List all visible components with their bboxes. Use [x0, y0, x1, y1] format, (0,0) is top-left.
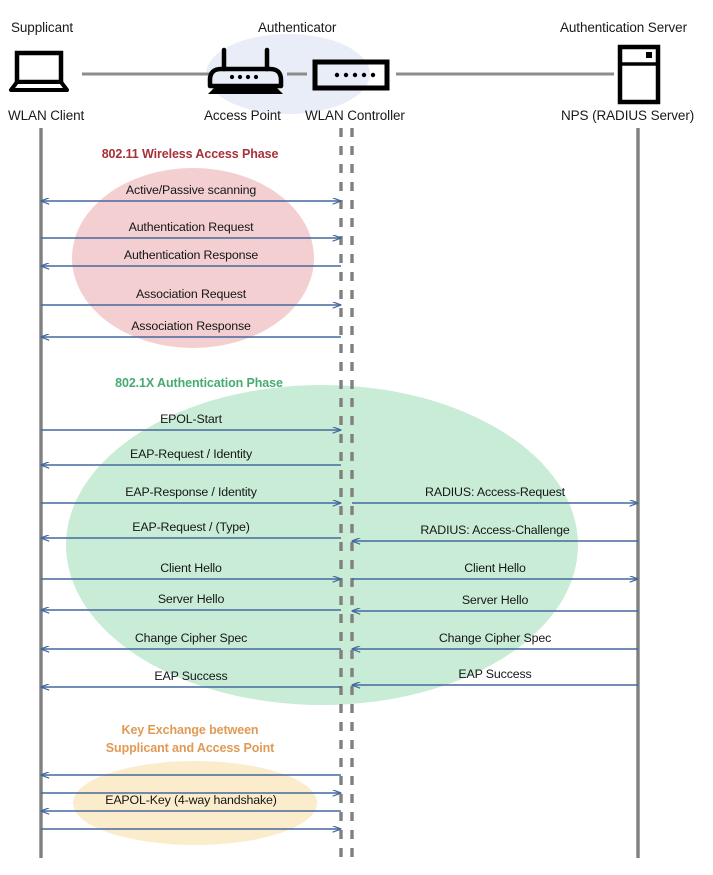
message-label-eap-request-identity-phase-8021x-1: EAP-Request / Identity — [129, 447, 253, 461]
wlan-controller-icon — [312, 59, 390, 91]
message-label-client-hello-phase-8021x-6: Client Hello — [160, 561, 222, 575]
phase-title-80211: 802.11 Wireless Access Phase — [101, 147, 279, 161]
phase-key-exchange-ellipse — [73, 761, 317, 845]
laptop-icon — [9, 50, 69, 92]
message-label-eap-response-identity-phase-8021x-2: EAP-Response / Identity — [125, 485, 257, 499]
role-caption-wlan-client: WLAN Client — [8, 108, 85, 123]
phase-title-key-exchange-line1: Key Exchange between — [121, 723, 259, 737]
role-caption-nps-radius-server: NPS (RADIUS Server) — [561, 108, 695, 123]
message-label-change-cipher-spec-phase-8021x-11: Change Cipher Spec — [438, 631, 552, 645]
role-caption-wlan-controller: WLAN Controller — [305, 108, 405, 123]
message-label-change-cipher-spec-phase-8021x-10: Change Cipher Spec — [134, 631, 248, 645]
message-label-authentication-response-phase-80211-2: Authentication Response — [123, 248, 259, 262]
message-label-client-hello-phase-8021x-7: Client Hello — [464, 561, 526, 575]
message-label-active-passive-scanning-phase-80211-0: Active/Passive scanning — [125, 183, 257, 197]
phase-80211-ellipse — [72, 168, 314, 348]
role-title-supplicant: Supplicant — [11, 20, 74, 35]
message-label-radius-access-request-phase-8021x-3: RADIUS: Access-Request — [425, 485, 565, 499]
message-label-authentication-request-phase-80211-1: Authentication Request — [128, 220, 254, 234]
message-label-radius-access-challenge-phase-8021x-5: RADIUS: Access-Challenge — [420, 523, 570, 537]
message-label-server-hello-phase-8021x-8: Server Hello — [157, 592, 225, 606]
role-caption-access-point: Access Point — [204, 108, 281, 123]
message-arrows — [41, 201, 638, 829]
message-label-eap-success-phase-8021x-13: EAP Success — [458, 667, 532, 681]
phase-8021x-ellipse — [66, 385, 578, 705]
message-label-association-request-phase-80211-3: Association Request — [135, 287, 247, 301]
message-label-server-hello-phase-8021x-9: Server Hello — [461, 593, 529, 607]
phase-title-key-exchange: Key Exchange between Supplicant and Acce… — [0, 721, 380, 757]
message-label-association-response-phase-80211-4: Association Response — [131, 319, 251, 333]
message-label-eapol-key-4-way-handshake-phase-key-exchange-2: EAPOL-Key (4-way handshake) — [105, 793, 277, 807]
server-icon — [617, 44, 661, 105]
role-title-authentication-server: Authentication Server — [560, 20, 687, 35]
lifelines — [39, 128, 640, 858]
message-label-eap-request-type-phase-8021x-4: EAP-Request / (Type) — [132, 520, 250, 534]
access-point-icon — [207, 47, 284, 94]
role-title-authenticator: Authenticator — [258, 20, 337, 35]
phase-title-key-exchange-line2: Supplicant and Access Point — [105, 741, 275, 755]
message-label-epol-start-phase-8021x-0: EPOL-Start — [160, 412, 222, 426]
message-label-eap-success-phase-8021x-12: EAP Success — [154, 669, 228, 683]
phase-title-8021x: 802.1X Authentication Phase — [115, 376, 283, 390]
